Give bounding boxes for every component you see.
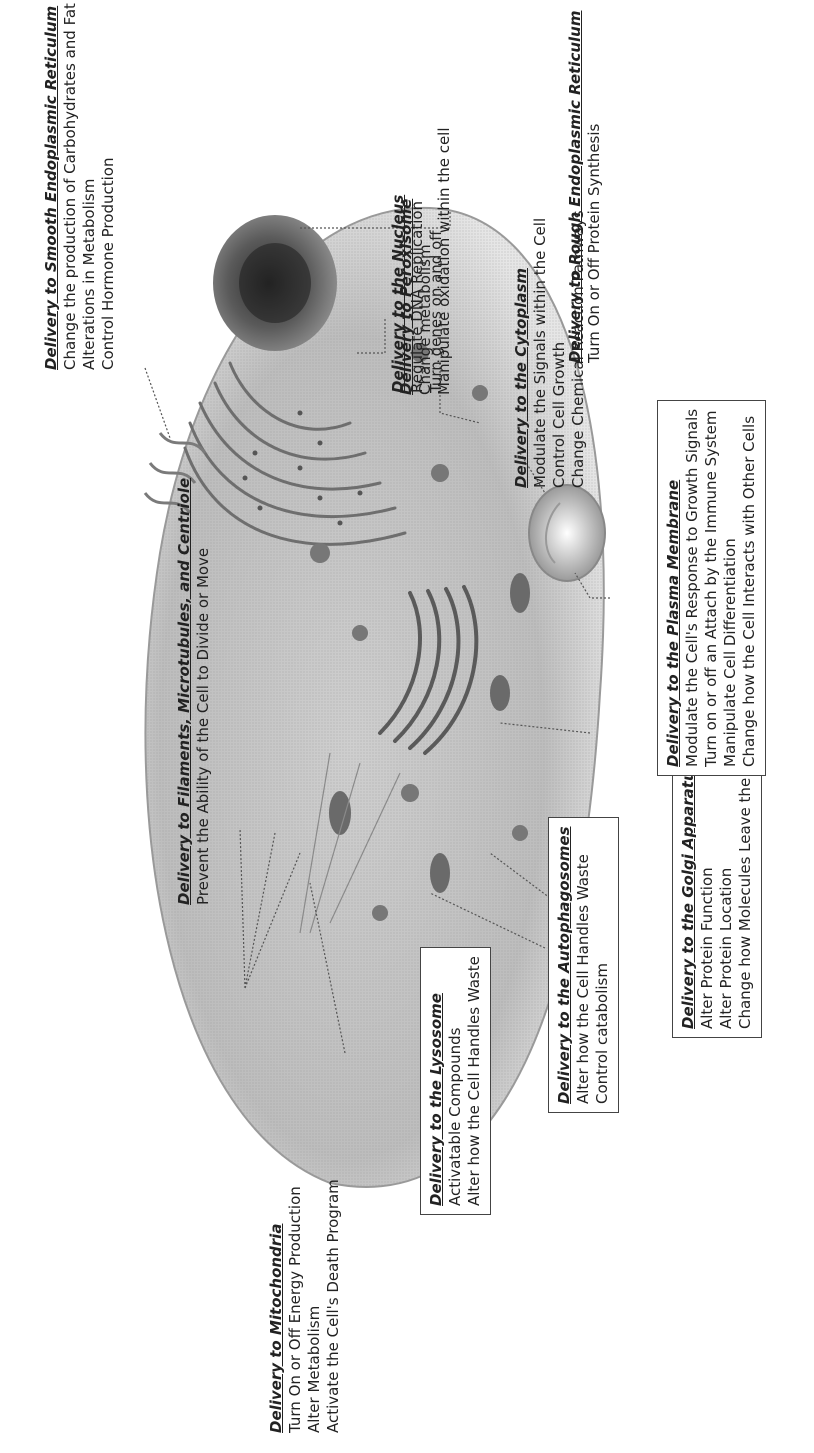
- plasma-membrane-line-1: Modulate the Cell's Response to Growth S…: [683, 409, 702, 767]
- lysosome-heading: Delivery to the Lysosome: [427, 956, 446, 1206]
- plasma-membrane-heading: Delivery to the Plasma Membrane: [664, 409, 683, 767]
- mitochondria-line-2: Alter Metabolism: [305, 1179, 324, 1433]
- cytoplasm-heading: Delivery to the Cytoplasm: [512, 210, 531, 488]
- cytoplasm-line-2: Control Cell Growth: [550, 210, 569, 488]
- label-smooth-er: Delivery to Smooth Endoplasmic Reticulum…: [42, 3, 118, 370]
- golgi-line-3: Change how Molecules Leave the Cell: [736, 745, 755, 1029]
- smooth-er-line-2: Alterations in Metabolism: [80, 3, 99, 370]
- autophagosomes-line-1: Alter how the Cell Handles Waste: [574, 826, 593, 1104]
- autophagosomes-heading: Delivery to the Autophagosomes: [555, 826, 574, 1104]
- peroxisome-line-2: Manipulate oxidation within the cell: [435, 127, 454, 395]
- plasma-membrane-line-2: Turn on or off an Attach by the Immune S…: [702, 409, 721, 767]
- golgi-heading: Delivery to the Golgi Apparatus: [679, 745, 698, 1029]
- smooth-er-line-1: Change the production of Carbohydrates a…: [61, 3, 80, 370]
- label-plasma-membrane: Delivery to the Plasma Membrane Modulate…: [657, 400, 766, 776]
- mitochondria-heading: Delivery to Mitochondria: [267, 1179, 286, 1433]
- peroxisome-heading: Delivery to Peroxisome: [397, 127, 416, 395]
- filaments-line-1: Prevent the Ability of the Cell to Divid…: [194, 478, 213, 905]
- filaments-heading: Delivery to Filaments, Microtubules, and…: [175, 478, 194, 905]
- label-mitochondria: Delivery to Mitochondria Turn On or Off …: [267, 1179, 343, 1433]
- lysosome-line-1: Activatable Compounds: [446, 956, 465, 1206]
- smooth-er-line-3: Control Hormone Production: [99, 3, 118, 370]
- cytoplasm-line-1: Modulate the Signals within the Cell: [531, 210, 550, 488]
- smooth-er-heading: Delivery to Smooth Endoplasmic Reticulum: [42, 3, 61, 370]
- label-cytoplasm: Delivery to the Cytoplasm Modulate the S…: [512, 210, 588, 488]
- membrane-vesicle: [529, 485, 605, 581]
- label-peroxisome: Delivery to Peroxisome Change metabolism…: [397, 127, 454, 395]
- autophagosomes-line-2: Control catabolism: [593, 826, 612, 1104]
- mitochondria-line-1: Turn On or Off Energy Production: [286, 1179, 305, 1433]
- label-lysosome: Delivery to the Lysosome Activatable Com…: [420, 947, 491, 1215]
- plasma-membrane-line-4: Change how the Cell Interacts with Other…: [740, 409, 759, 767]
- label-filaments: Delivery to Filaments, Microtubules, and…: [175, 478, 213, 905]
- peroxisome-line-1: Change metabolism: [416, 127, 435, 395]
- label-autophagosomes: Delivery to the Autophagosomes Alter how…: [548, 817, 619, 1113]
- golgi-line-2: Alter Protein Location: [717, 745, 736, 1029]
- plasma-membrane-line-3: Manipulate Cell Differentiation: [721, 409, 740, 767]
- golgi-line-1: Alter Protein Function: [698, 745, 717, 1029]
- lysosome-line-2: Alter how the Cell Handles Waste: [465, 956, 484, 1206]
- label-golgi: Delivery to the Golgi Apparatus Alter Pr…: [672, 736, 762, 1038]
- mitochondria-line-3: Activate the Cell's Death Program: [324, 1179, 343, 1433]
- cytoplasm-line-3: Change Chemical Reaction Pathways: [569, 210, 588, 488]
